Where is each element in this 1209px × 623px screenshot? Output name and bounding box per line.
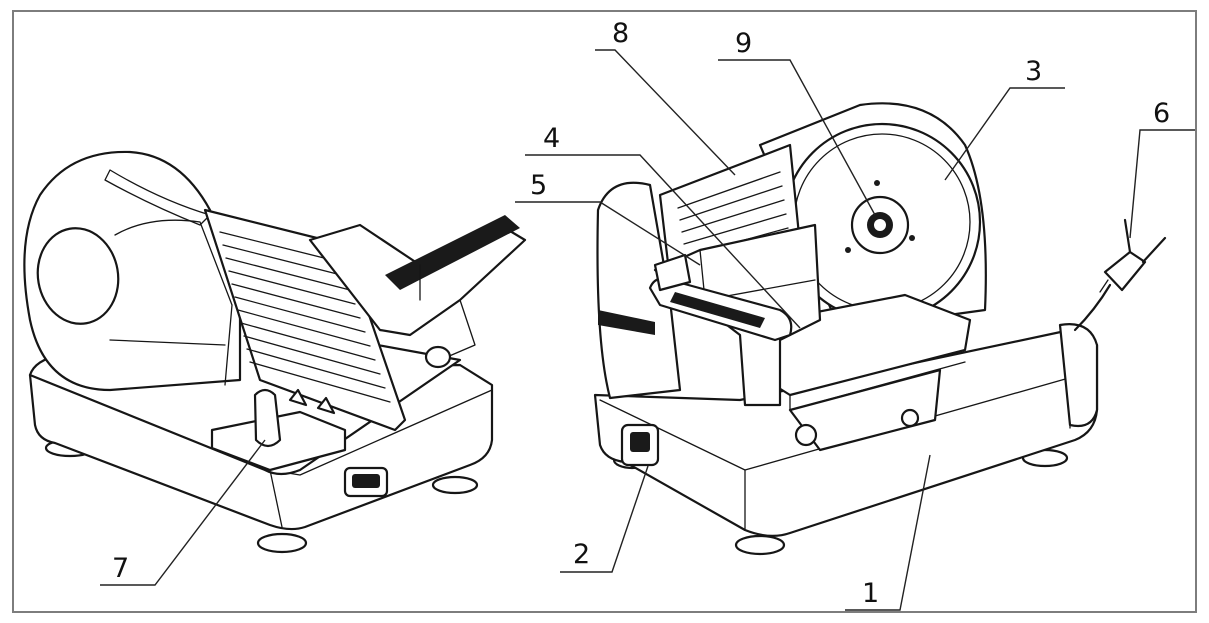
callout-8: 8 — [612, 18, 629, 49]
left-foot-front — [256, 532, 308, 554]
callout-labels: 1 2 3 4 5 6 7 8 9 — [112, 18, 1170, 609]
callout-4: 4 — [543, 123, 560, 154]
callout-1: 1 — [862, 578, 879, 609]
left-foot-right — [431, 475, 479, 495]
callout-9: 9 — [735, 28, 752, 59]
callout-7: 7 — [112, 553, 129, 584]
left-carriage-knob — [424, 345, 452, 369]
callout-2: 2 — [573, 539, 590, 570]
callout-6: 6 — [1153, 98, 1170, 129]
right-slicer-front-view — [593, 102, 1167, 556]
right-foot-front — [734, 534, 786, 556]
right-side-knob — [794, 423, 818, 447]
right-end-cap — [596, 181, 682, 400]
right-grille-slots — [677, 171, 789, 257]
callout-leaders — [100, 49, 1195, 611]
left-motor-housing — [23, 150, 242, 392]
power-plug — [1103, 250, 1147, 292]
callout-5: 5 — [530, 170, 547, 201]
callout-3: 3 — [1025, 56, 1042, 87]
power-cord — [1073, 283, 1112, 332]
left-slicer-rear-view — [23, 150, 527, 554]
left-motor-window — [36, 227, 120, 325]
diagram-frame — [12, 10, 1197, 613]
left-grille-slots — [219, 231, 391, 403]
